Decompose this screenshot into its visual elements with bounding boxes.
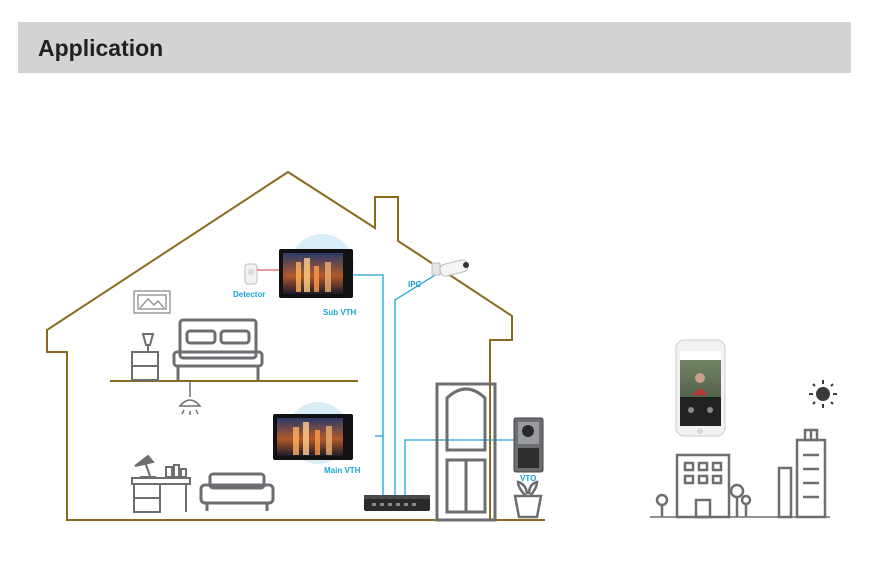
smartphone-icon <box>675 339 726 437</box>
sofa-icon <box>199 472 275 511</box>
detector-label: Detector <box>233 290 265 299</box>
main-vth-label: Main VTH <box>324 466 361 475</box>
vto-door-station-icon <box>513 417 544 473</box>
city-buildings-icon <box>650 428 830 519</box>
sub-vth-label: Sub VTH <box>323 308 357 317</box>
main-vth-monitor-icon <box>273 414 353 460</box>
network-cables <box>352 271 515 495</box>
nightstand-lamp-icon <box>131 333 159 381</box>
ipc-camera-icon <box>431 259 469 277</box>
sun-icon <box>809 380 837 408</box>
section-header: Application <box>18 22 851 73</box>
vto-label: VTO <box>520 474 536 483</box>
network-switch-icon <box>364 495 430 511</box>
house-outline <box>46 170 513 521</box>
picture-frame-icon <box>133 290 171 314</box>
detector-icon <box>244 263 280 285</box>
section-title: Application <box>38 35 164 61</box>
front-door-icon <box>435 382 497 522</box>
desk-lamp-icon <box>131 454 191 513</box>
ipc-label: IPC <box>408 280 422 289</box>
ceiling-lamp-icon <box>178 381 202 415</box>
plant-pot-icon <box>513 480 543 519</box>
bed-icon <box>172 318 264 380</box>
sub-vth-monitor-icon <box>279 249 353 298</box>
